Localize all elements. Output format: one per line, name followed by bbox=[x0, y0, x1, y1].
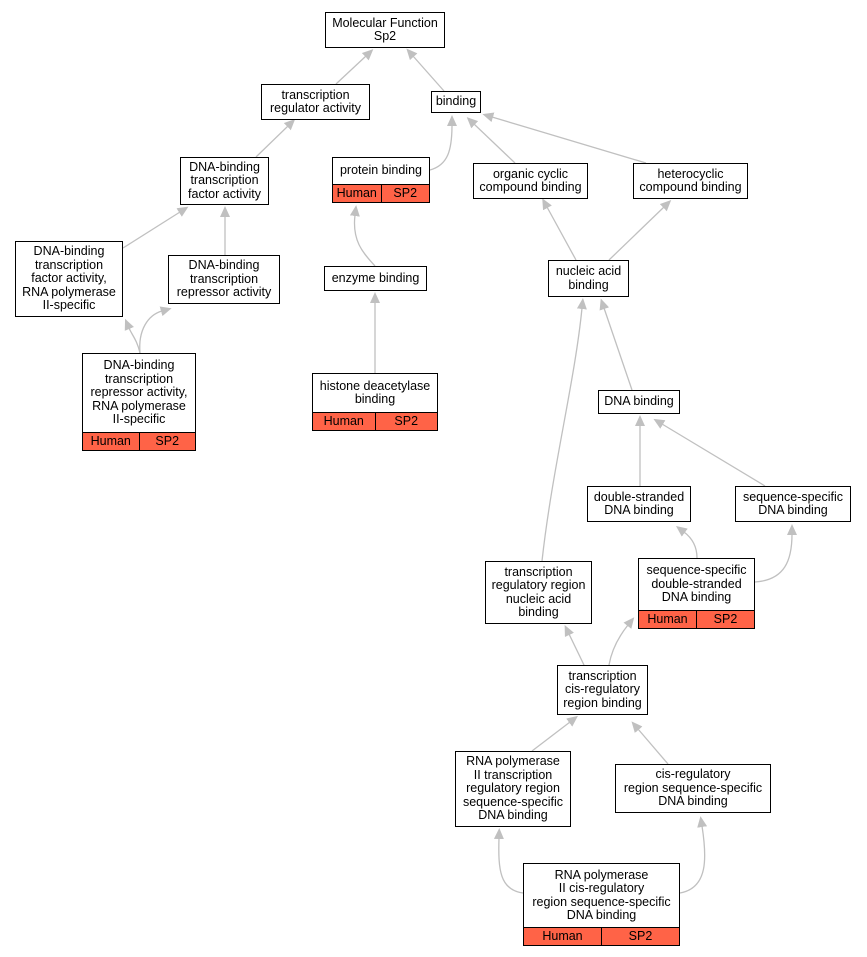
species-cell: Human bbox=[639, 611, 696, 628]
gene-cell: SP2 bbox=[696, 611, 754, 628]
annotation-row: Human SP2 bbox=[83, 432, 195, 450]
edge-nab-to-occb bbox=[542, 198, 577, 261]
node-heterocyclic-compound-binding[interactable]: heterocyclic compound binding bbox=[633, 163, 748, 199]
edge-rnap-cr-to-rnap-trr bbox=[493, 828, 524, 894]
node-label: nucleic acid binding bbox=[555, 264, 622, 292]
node-label: binding bbox=[435, 94, 477, 109]
edge-tcrrb-to-ssdsdna bbox=[608, 617, 635, 666]
gene-cell: SP2 bbox=[380, 185, 429, 202]
edge-dbtfa-rnap-to-dbtfa bbox=[122, 206, 189, 249]
edge-binding-to-mf bbox=[406, 48, 445, 92]
node-label: DNA-binding transcription repressor acti… bbox=[90, 358, 188, 427]
node-transcription-regulatory-region-nucleic-acid-binding[interactable]: transcription regulatory region nucleic … bbox=[485, 561, 592, 624]
node-label: RNA polymerase II cis-regulatory region … bbox=[532, 867, 671, 922]
annotation-row: Human SP2 bbox=[313, 412, 437, 430]
edge-tcrrb-to-trrnab bbox=[564, 624, 585, 666]
node-label: DNA-binding transcription factor activit… bbox=[22, 244, 116, 313]
node-histone-deacetylase-binding[interactable]: histone deacetylase binding Human SP2 bbox=[312, 373, 438, 431]
edge-dbtfa-to-tra bbox=[255, 119, 296, 158]
annotation-row: Human SP2 bbox=[333, 184, 429, 202]
gene-cell: SP2 bbox=[138, 433, 195, 450]
edge-dbtra-rnap-to-dbtra bbox=[139, 306, 172, 354]
edge-enzyme-to-protein bbox=[349, 205, 376, 267]
node-organic-cyclic-compound-binding[interactable]: organic cyclic compound binding bbox=[473, 163, 588, 199]
node-molecular-function[interactable]: Molecular Function Sp2 bbox=[325, 12, 445, 48]
species-cell: Human bbox=[524, 928, 601, 945]
species-cell: Human bbox=[83, 433, 139, 450]
node-label: double-stranded DNA binding bbox=[593, 489, 685, 517]
node-label: DNA-binding transcription factor activit… bbox=[188, 159, 261, 201]
node-label: Molecular Function Sp2 bbox=[332, 15, 438, 43]
gene-cell: SP2 bbox=[374, 413, 437, 430]
node-label: transcription regulatory region nucleic … bbox=[491, 564, 586, 619]
edge-dbtra-rnap-to-dbtfa-rnap bbox=[124, 318, 141, 354]
node-dna-binding-repressor-activity-rnap-ii[interactable]: DNA-binding transcription repressor acti… bbox=[82, 353, 196, 451]
edge-rnap-trr-to-tcrrb bbox=[531, 715, 578, 752]
node-rnap-ii-transcription-regulatory-region-binding[interactable]: RNA polymerase II transcription regulato… bbox=[455, 751, 571, 827]
node-sequence-specific-double-stranded-dna-binding[interactable]: sequence-specific double-stranded DNA bi… bbox=[638, 558, 755, 629]
node-transcription-regulator-activity[interactable]: transcription regulator activity bbox=[261, 84, 370, 120]
edge-rnap-cr-to-crrss bbox=[679, 816, 708, 894]
edge-ssdna-to-dna bbox=[653, 418, 766, 487]
node-label: DNA-binding transcription repressor acti… bbox=[176, 258, 272, 300]
edge-ssdsdna-to-ssdna bbox=[754, 524, 797, 583]
annotation-row: Human SP2 bbox=[524, 927, 679, 945]
node-label: sequence-specific DNA binding bbox=[742, 489, 844, 517]
edge-nab-to-hcb bbox=[608, 200, 672, 261]
node-sequence-specific-dna-binding[interactable]: sequence-specific DNA binding bbox=[735, 486, 851, 522]
node-protein-binding[interactable]: protein binding Human SP2 bbox=[332, 157, 430, 203]
node-nucleic-acid-binding[interactable]: nucleic acid binding bbox=[548, 260, 629, 297]
node-label: transcription cis-regulatory region bind… bbox=[563, 668, 642, 710]
node-label: DNA binding bbox=[604, 394, 674, 409]
edge-occb-to-binding bbox=[466, 117, 516, 164]
species-cell: Human bbox=[313, 413, 375, 430]
gene-cell: SP2 bbox=[601, 928, 679, 945]
node-rnap-ii-cis-regulatory-region-binding[interactable]: RNA polymerase II cis-regulatory region … bbox=[523, 863, 680, 946]
node-label: organic cyclic compound binding bbox=[479, 166, 582, 194]
node-label: transcription regulator activity bbox=[269, 87, 361, 115]
node-label: RNA polymerase II transcription regulato… bbox=[462, 754, 564, 823]
node-enzyme-binding[interactable]: enzyme binding bbox=[324, 266, 427, 291]
node-dna-binding-transcription-repressor-activity[interactable]: DNA-binding transcription repressor acti… bbox=[168, 255, 280, 304]
species-cell: Human bbox=[333, 185, 381, 202]
node-cis-regulatory-region-sequence-specific-dna-binding[interactable]: cis-regulatory region sequence-specific … bbox=[615, 764, 771, 813]
edge-ssdsdna-to-dsdna bbox=[676, 525, 698, 559]
node-label: sequence-specific double-stranded DNA bi… bbox=[646, 563, 747, 605]
edge-crrss-to-tcrrb bbox=[631, 721, 669, 765]
edge-tra-to-mf bbox=[335, 49, 374, 85]
edge-hcb-to-binding bbox=[482, 112, 647, 164]
node-dna-binding-transcription-factor-activity[interactable]: DNA-binding transcription factor activit… bbox=[180, 157, 269, 205]
node-dna-binding[interactable]: DNA binding bbox=[598, 390, 680, 414]
node-dna-binding-tf-activity-rnap-ii[interactable]: DNA-binding transcription factor activit… bbox=[15, 241, 123, 317]
annotation-row: Human SP2 bbox=[639, 610, 754, 628]
node-label: cis-regulatory region sequence-specific … bbox=[623, 767, 763, 809]
node-transcription-cis-regulatory-region-binding[interactable]: transcription cis-regulatory region bind… bbox=[557, 665, 648, 715]
edge-dna-to-nab bbox=[599, 298, 633, 391]
node-label: histone deacetylase binding bbox=[319, 378, 431, 406]
node-label: heterocyclic compound binding bbox=[639, 166, 742, 194]
edge-protein-to-binding bbox=[429, 115, 457, 171]
node-double-stranded-dna-binding[interactable]: double-stranded DNA binding bbox=[587, 486, 691, 522]
edge-trrnab-to-nab bbox=[541, 298, 587, 562]
node-binding[interactable]: binding bbox=[431, 91, 481, 113]
node-label: enzyme binding bbox=[331, 270, 420, 285]
node-label: protein binding bbox=[339, 163, 422, 178]
